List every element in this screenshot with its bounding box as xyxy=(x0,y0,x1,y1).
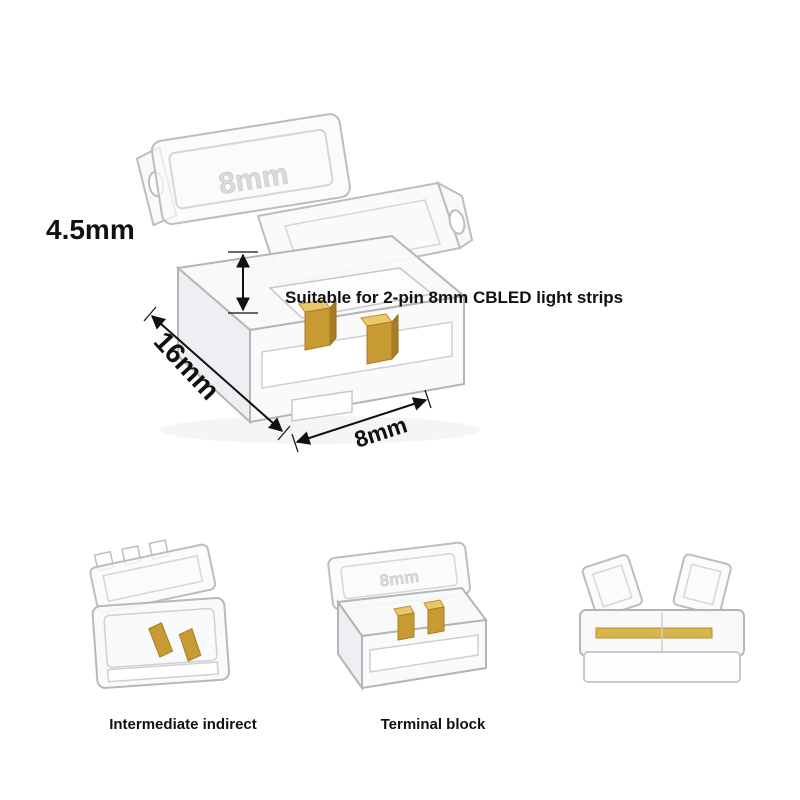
variant-label-intermediate: Intermediate indirect xyxy=(109,716,257,733)
variant3-right-flap xyxy=(672,553,732,616)
extension-tick xyxy=(291,433,299,453)
variant-intermediate-image xyxy=(89,539,231,689)
gold-pin xyxy=(148,622,174,658)
gold-contact-strip xyxy=(595,627,713,639)
flap-tab-hole xyxy=(448,209,466,235)
lid-plate xyxy=(150,113,351,225)
variant1-lid xyxy=(89,539,217,614)
variant-label-terminal: Terminal block xyxy=(380,716,486,733)
extension-tick xyxy=(277,425,291,441)
gold-pin xyxy=(393,605,415,641)
gold-pin xyxy=(178,628,202,662)
dimension-line-width xyxy=(295,397,428,445)
gold-pin xyxy=(298,299,337,351)
variant2-body xyxy=(336,586,488,692)
variant-endview-image xyxy=(579,553,745,683)
variant3-left-flap xyxy=(581,554,643,618)
dimension-height-label: 4.5mm xyxy=(46,214,135,245)
lid-inner-frame xyxy=(168,128,334,210)
connector-body xyxy=(175,234,467,425)
variant-terminal-image: 8mm xyxy=(327,541,488,692)
main-connector-image: 8mm xyxy=(135,113,480,453)
variant3-body xyxy=(579,609,745,683)
gold-pin xyxy=(360,313,399,365)
shadow xyxy=(160,416,480,444)
extension-tick xyxy=(424,389,432,409)
variant1-body xyxy=(91,596,231,689)
extension-tick xyxy=(143,306,157,322)
suitability-note: Suitable for 2-pin 8mm CBLED light strip… xyxy=(285,288,624,307)
lid-cover: 8mm xyxy=(135,113,351,227)
dimension-line-length xyxy=(150,315,284,432)
dimension-lines xyxy=(143,251,432,453)
gold-pin xyxy=(423,599,445,635)
